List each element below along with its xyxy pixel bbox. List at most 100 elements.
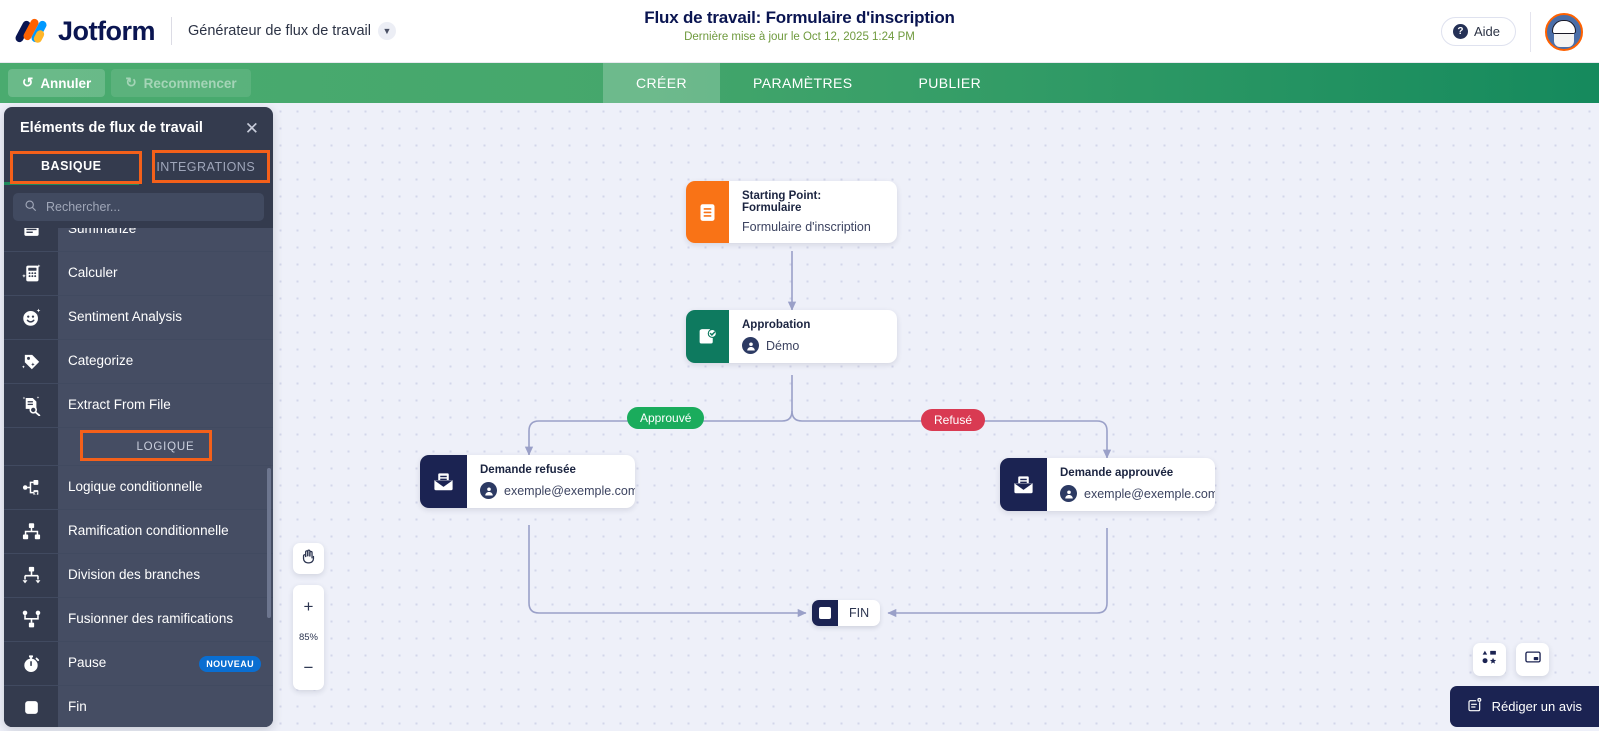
minimap-icon [1524,648,1542,671]
list-item-calculer[interactable]: Calculer [4,251,273,295]
list-item-logique-conditionnelle[interactable]: Logique conditionnelle [4,465,273,509]
merge-branch-icon [4,598,58,641]
shapes-button[interactable] [1473,643,1506,676]
list-item-label: Pause [68,655,107,671]
list-item-label: Logique conditionnelle [68,479,203,495]
search-icon [24,199,37,215]
approval-icon [686,310,729,363]
action-toolbar: ↺ Annuler ↻ Recommencer CRÉER PARAMÈTRES… [0,63,1599,103]
list-item-body: Categorize [58,340,273,383]
zoom-level-label: 85% [298,632,318,643]
list-item-body: Logique conditionnelle [58,466,273,509]
end-square-icon [4,686,58,727]
redo-label: Recommencer [143,75,237,91]
list-item-body: Extract From File [58,384,273,427]
undo-button[interactable]: ↺ Annuler [8,69,106,97]
list-item-label: Categorize [68,353,134,369]
minimap-button[interactable] [1516,643,1549,676]
recipient-avatar-icon [1060,485,1077,502]
tab-integrations[interactable]: INTEGRATIONS [156,160,256,174]
list-item-sentiment-analysis[interactable]: Sentiment Analysis [4,295,273,339]
close-icon[interactable]: ✕ [244,118,259,138]
list-item-fusionner-des-ramifications[interactable]: Fusionner des ramifications [4,597,273,641]
end-square-icon [812,600,838,626]
section-body: LOGIQUE [58,428,273,465]
section-icon-spacer [4,428,58,465]
node-title: Approbation [742,319,811,331]
list-item-fin[interactable]: Fin [4,685,273,727]
list-item-body: Fin [58,686,273,727]
jotform-logo-icon [14,17,48,45]
node-starting-point[interactable]: Starting Point: Formulaire Formulaire d'… [686,181,897,243]
calculator-sparkle-icon [4,252,58,295]
redo-arrow-icon: ↻ [125,75,137,90]
brand-area[interactable]: Jotform [0,16,156,47]
review-note-icon [1467,697,1483,716]
section-label: LOGIQUE [136,440,195,453]
workflow-elements-panel: Eléments de flux de travail ✕ BASIQUE IN… [4,107,273,727]
node-text: Demande approuvée exemple@exemple.com [1047,458,1215,511]
list-item-label: Fin [68,699,87,715]
node-title: Starting Point: Formulaire [742,190,822,214]
section-header-logique: LOGIQUE [4,427,273,465]
list-item-ramification-conditionnelle[interactable]: Ramification conditionnelle [4,509,273,553]
tab-publier[interactable]: PUBLIER [918,75,982,91]
conditional-branch-icon [4,510,58,553]
node-end[interactable]: FIN [812,600,881,626]
node-subtitle: Formulaire d'inscription [742,220,871,234]
search-placeholder: Rechercher... [46,200,121,214]
help-label: Aide [1473,24,1500,39]
list-item-label: Division des branches [68,567,201,583]
panel-scrollbar-thumb[interactable] [267,468,271,618]
node-demande-refusee[interactable]: Demande refusée exemple@exemple.com [420,455,635,508]
hand-tool-icon [300,548,317,570]
list-item-division-des-branches[interactable]: Division des branches [4,553,273,597]
node-text: Starting Point: Formulaire Formulaire d'… [729,181,897,243]
panel-header: Eléments de flux de travail ✕ [4,107,273,149]
list-item-body: Division des branches [58,554,273,597]
list-item-label: Extract From File [68,397,171,413]
recipient-avatar-icon [480,482,497,499]
email-icon [420,455,467,508]
help-button[interactable]: ? Aide [1440,17,1516,46]
list-item-label: Summarize [68,228,137,237]
split-branch-icon [4,554,58,597]
branch-label-refuse: Refusé [921,409,986,431]
list-item-extract-from-file[interactable]: Extract From File [4,383,273,427]
node-subtitle: Démo [742,337,810,354]
list-item-categorize[interactable]: Categorize [4,339,273,383]
panel-title: Eléments de flux de travail [20,120,203,136]
summarize-icon [4,228,58,251]
list-item-body: Summarize [58,228,273,251]
review-button[interactable]: Rédiger un avis [1449,686,1599,727]
product-selector[interactable]: Générateur de flux de travail ▼ [188,22,396,40]
search-input[interactable]: Rechercher... [13,193,264,221]
list-item-label: Ramification conditionnelle [68,523,229,539]
zoom-out-button[interactable]: − [303,658,314,677]
brand-divider [171,17,172,45]
redo-button[interactable]: ↻ Recommencer [111,69,251,97]
zoom-in-button[interactable]: + [303,597,314,616]
list-item-body: Pause NOUVEAU [58,642,273,685]
elements-list[interactable]: Summarize Calculer Sentiment Analysis [4,228,273,727]
tab-basique[interactable]: BASIQUE [4,149,139,185]
node-text: Approbation Démo [729,310,826,363]
tab-parametres[interactable]: PARAMÈTRES [753,75,853,91]
avatar[interactable] [1545,12,1583,51]
list-item-pause[interactable]: Pause NOUVEAU [4,641,273,685]
timer-icon [4,642,58,685]
hand-tool-button[interactable] [293,543,324,574]
node-title: Demande refusée [480,464,576,476]
node-demande-approuvee[interactable]: Demande approuvée exemple@exemple.com [1000,458,1215,511]
list-item-body: Sentiment Analysis [58,296,273,339]
list-item-summarize[interactable]: Summarize [4,228,273,251]
tab-creer[interactable]: CRÉER [603,63,721,103]
list-item-label: Fusionner des ramifications [68,611,234,627]
review-label: Rédiger un avis [1491,699,1582,714]
conditional-logic-icon [4,466,58,509]
chevron-down-icon[interactable]: ▼ [377,22,396,40]
extract-file-icon [4,384,58,427]
top-bar-divider [1530,11,1531,52]
node-approbation[interactable]: Approbation Démo [686,310,897,363]
